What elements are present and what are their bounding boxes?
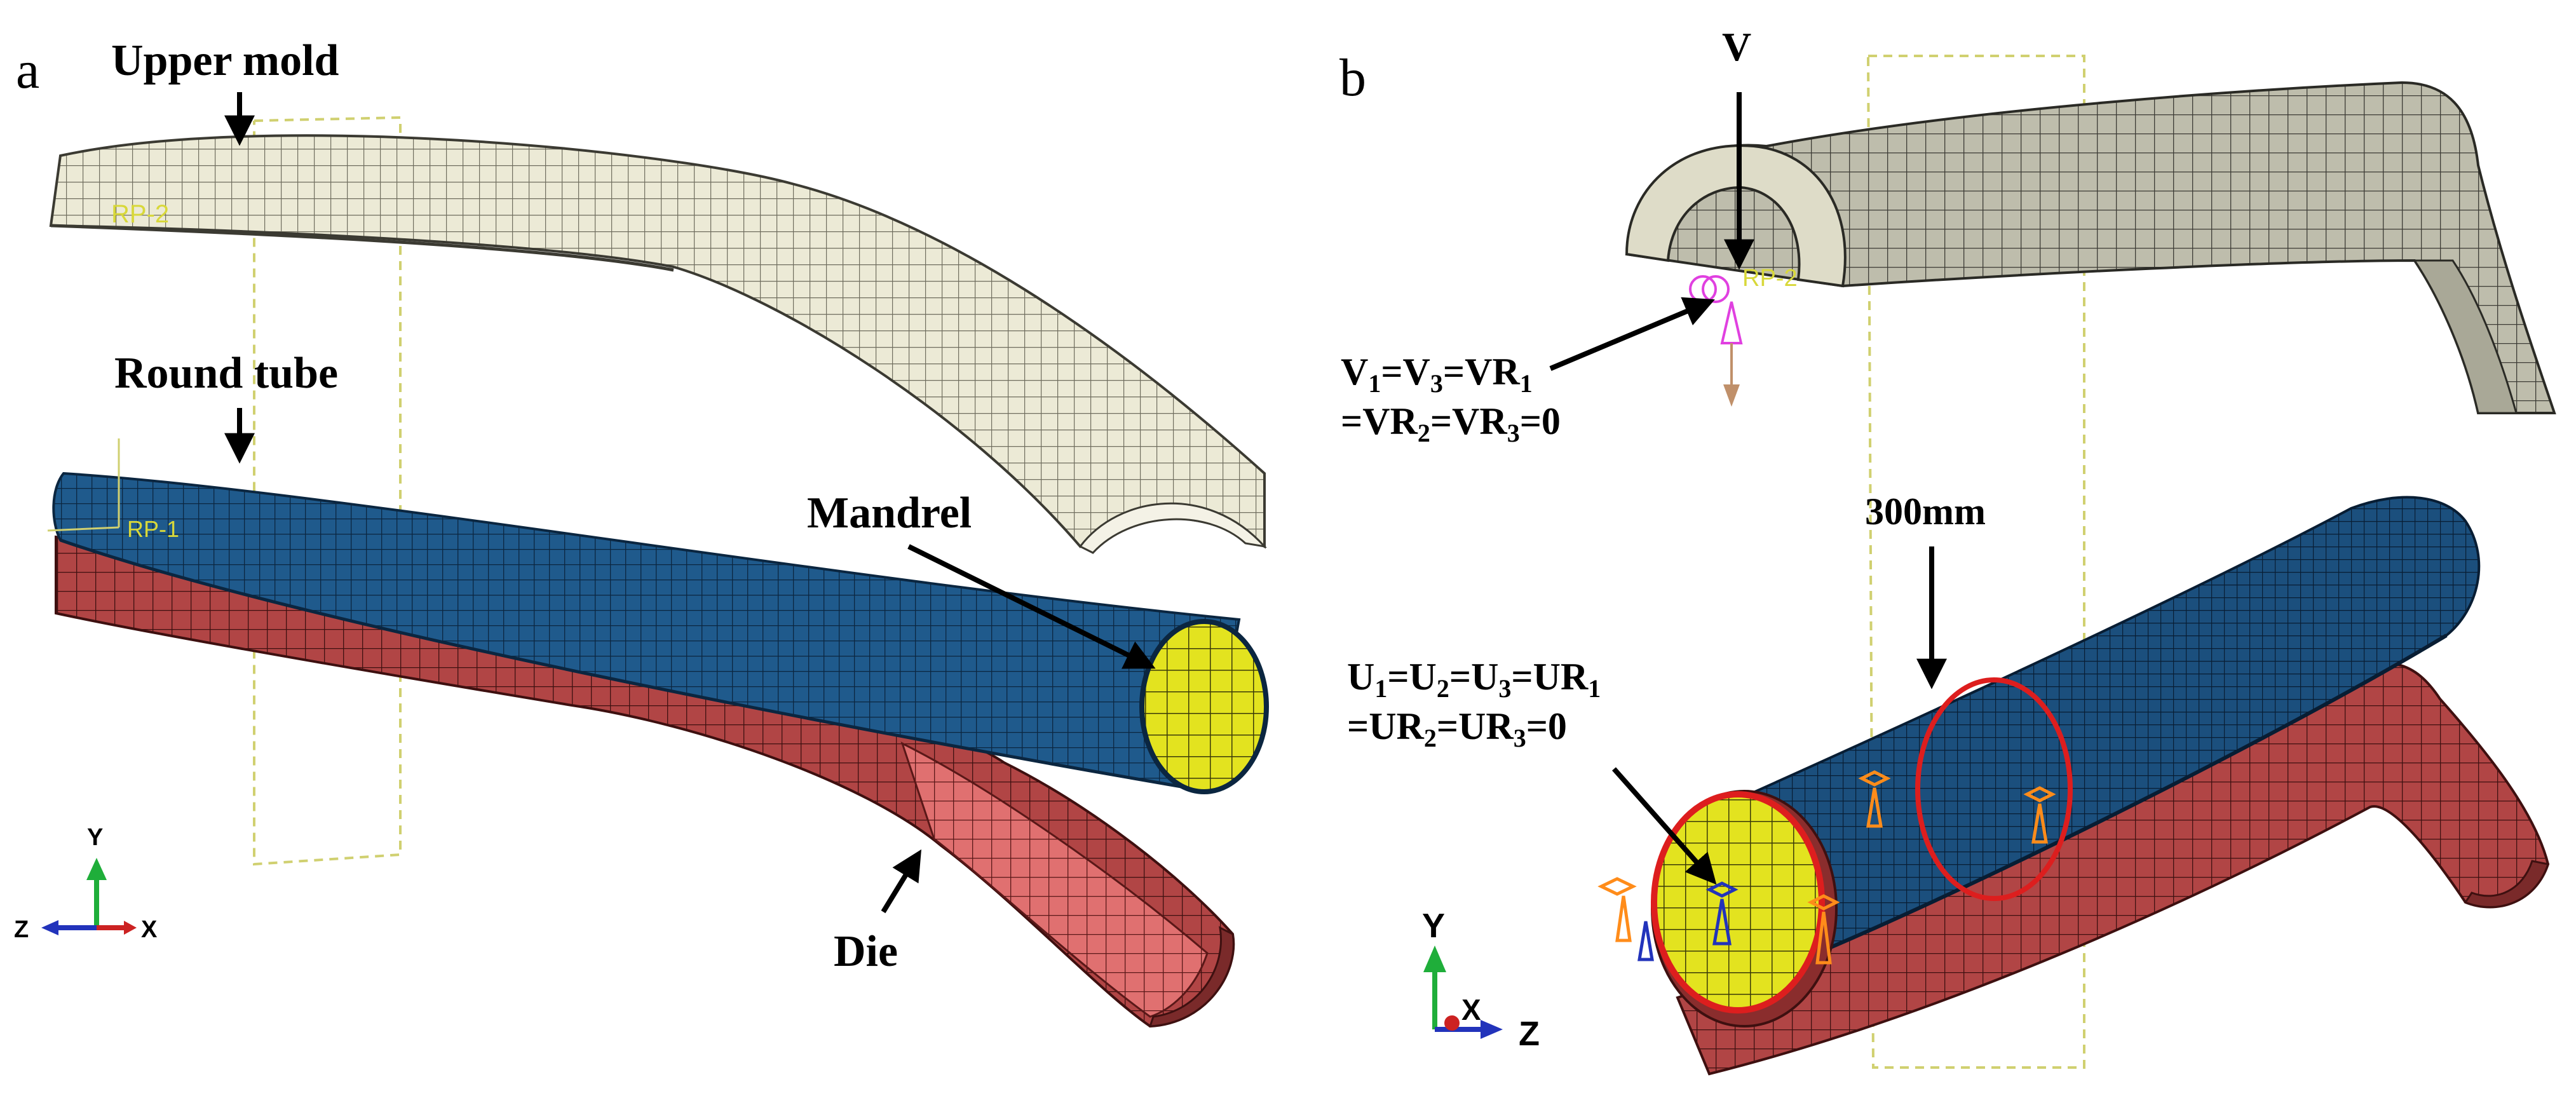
upper-mold-b bbox=[1625, 81, 2556, 414]
arrow-tube-bc bbox=[1612, 767, 1717, 885]
rp1-axis-z bbox=[47, 526, 119, 532]
label-round-tube: Round tube bbox=[114, 349, 338, 398]
label-upper-mold: Upper mold bbox=[111, 36, 339, 85]
label-length: 300mm bbox=[1865, 491, 1986, 532]
bc-glyph-tube-2 bbox=[2023, 786, 2056, 844]
mandrel bbox=[1139, 619, 1269, 794]
label-velocity: V bbox=[1722, 24, 1751, 69]
mold-bc-symbols bbox=[1689, 275, 1743, 407]
mandrel-b bbox=[1651, 790, 1838, 1027]
panel-b: b RP-2 V V1=V3=VR1 =VR2=VR3=0 bbox=[1339, 24, 2556, 1076]
reference-plane-a bbox=[253, 116, 402, 866]
axis-triad-a: Y Z X bbox=[14, 824, 158, 943]
bc-glyph-tube-1 bbox=[1858, 770, 1891, 828]
ref-point-label-upper: RP-2 bbox=[111, 200, 169, 228]
tube-bc-line-2: =UR2=UR3=0 bbox=[1347, 705, 1567, 752]
upper-mold bbox=[49, 134, 1267, 554]
arrow-mandrel bbox=[907, 544, 1156, 669]
velocity-vector-head bbox=[1723, 384, 1740, 407]
arrow-mold-bc bbox=[1549, 297, 1715, 371]
round-tube-b bbox=[1676, 496, 2481, 980]
mold-bc-line-2: =VR2=VR3=0 bbox=[1341, 400, 1561, 447]
label-die: Die bbox=[834, 927, 898, 976]
triad-b-x-label: X bbox=[1461, 993, 1481, 1026]
section-ring-300mm bbox=[1915, 677, 2073, 901]
triad-b-y-label: Y bbox=[1422, 907, 1445, 945]
triad-a-x-label: X bbox=[141, 916, 158, 943]
panel-a: a RP-2 RP-1 Upper mold bbox=[14, 36, 1269, 1028]
bc-glyph-tube-6 bbox=[1637, 921, 1654, 961]
triad-a-z-label: Z bbox=[14, 916, 29, 943]
triad-b-z-label: Z bbox=[1519, 1015, 1540, 1053]
ref-point-label-b: RP-2 bbox=[1742, 265, 1798, 292]
panel-a-letter: a bbox=[16, 41, 39, 100]
tube-bc-symbols bbox=[1597, 770, 2056, 965]
round-tube bbox=[52, 471, 1241, 793]
bc-glyph-ring-2 bbox=[1702, 275, 1730, 303]
label-mandrel: Mandrel bbox=[807, 489, 972, 538]
triad-b-x-dot bbox=[1444, 1015, 1460, 1031]
bc-glyph-tube-4 bbox=[1807, 894, 1840, 965]
triad-a-y-arrowhead bbox=[86, 858, 107, 880]
triad-a-z-arrowhead bbox=[41, 920, 58, 935]
panel-b-letter: b bbox=[1339, 48, 1366, 107]
triad-b-z-arrowhead bbox=[1481, 1020, 1503, 1039]
bc-glyph-tube-3 bbox=[1597, 877, 1637, 942]
ref-point-label-tube: RP-1 bbox=[127, 516, 179, 542]
axis-triad-b: Y X Z bbox=[1422, 907, 1540, 1053]
triad-b-y-arrowhead bbox=[1423, 946, 1446, 972]
tube-bc-line-1: U1=U2=U3=UR1 bbox=[1347, 656, 1601, 703]
bc-glyph-tube-5 bbox=[1705, 881, 1739, 946]
arrow-die bbox=[881, 849, 922, 914]
triad-a-y-label: Y bbox=[87, 824, 103, 851]
reference-plane-b bbox=[1867, 55, 2085, 1069]
bc-glyph-cone bbox=[1720, 301, 1743, 344]
triad-a-x-arrowhead bbox=[124, 921, 137, 935]
mold-bc-line-1: V1=V3=VR1 bbox=[1341, 351, 1533, 398]
